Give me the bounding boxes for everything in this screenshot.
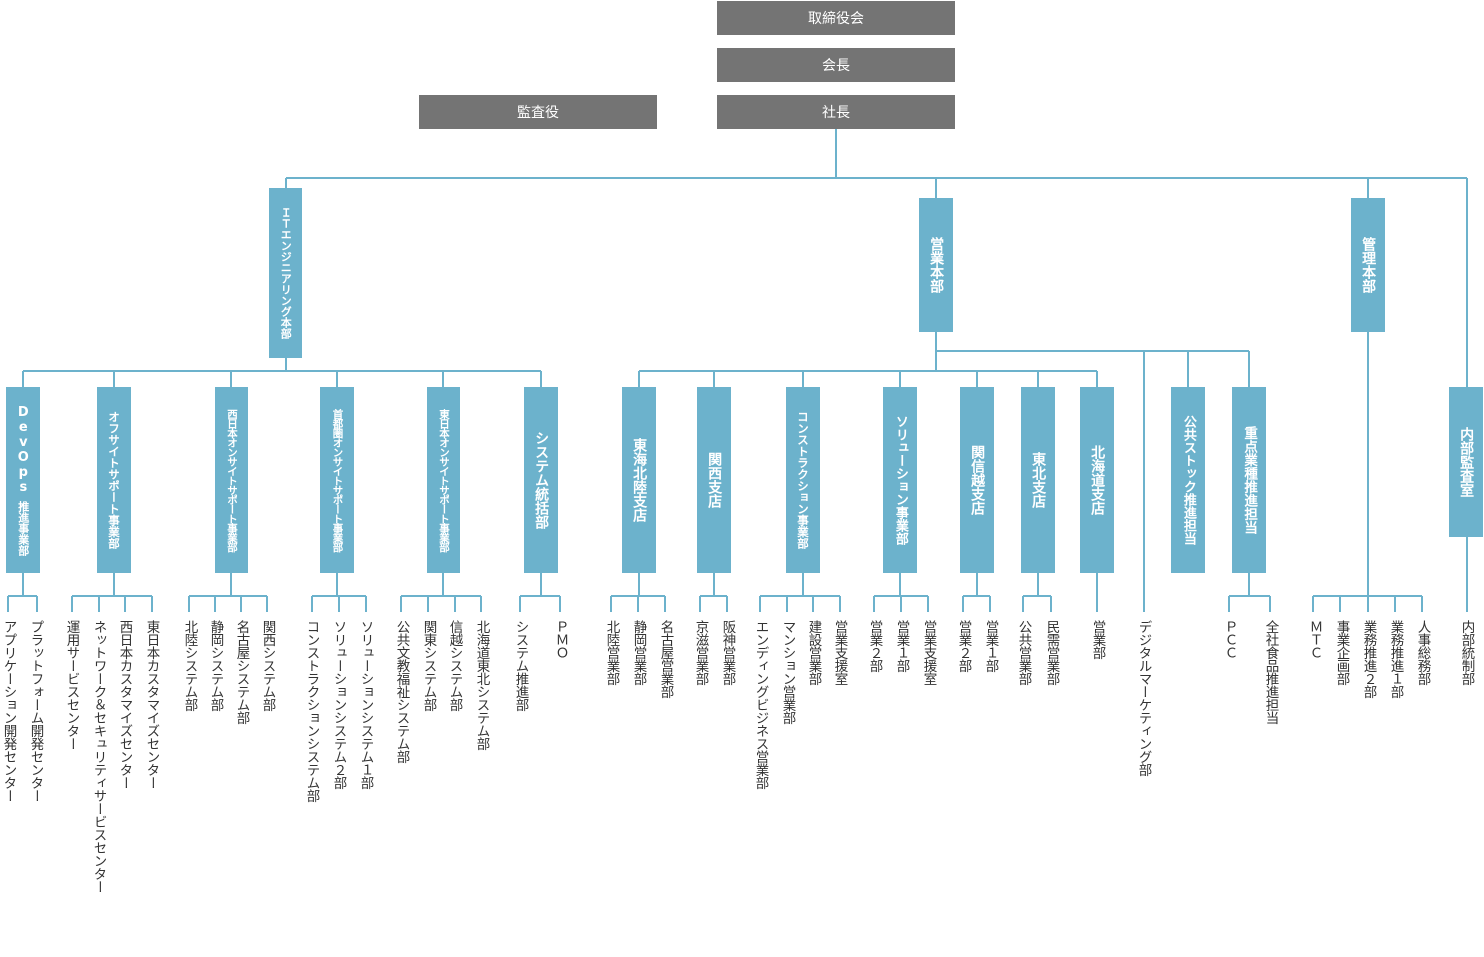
sales-unit-construction: コンストラクション事業部: [786, 387, 820, 573]
leaf-solution-sales-1: 営業１部: [893, 620, 910, 672]
sales-unit-tokai: 東海北陸支店: [622, 387, 656, 573]
it-unit-offsite: オフサイトサポート事業部: [97, 387, 131, 573]
leaf-business-promotion-2: 業務推進２部: [1360, 620, 1377, 698]
leaf-shizuoka-system: 静岡システム部: [207, 620, 224, 711]
it-unit-devops-label-sub: 推進事業部: [16, 500, 30, 556]
leaf-business-planning: 事業企画部: [1333, 620, 1350, 685]
leaf-mtc: ＭＴＣ: [1306, 620, 1323, 659]
hq-it-box: ＩＴエンジニアリング本部: [269, 188, 302, 358]
leaf-food-promotion: 全社食品推進担当: [1262, 620, 1279, 724]
leaf-app-dev-center: アプリケーション開発センター: [0, 620, 17, 802]
leaf-hokuriku-sales: 北陸営業部: [603, 620, 620, 685]
it-unit-east-onsite-label: 東日本オンサイトサポート事業部: [438, 408, 450, 552]
it-unit-west-onsite-label: 西日本オンサイトサポート事業部: [226, 408, 238, 552]
it-unit-system-label: システム統括部: [533, 431, 550, 529]
sales-unit-tokai-label: 東海北陸支店: [631, 438, 648, 522]
auditor-label: 監査役: [517, 105, 559, 121]
leaf-nagoya-system: 名古屋システム部: [233, 620, 250, 724]
leaf-shizuoka-sales: 静岡営業部: [630, 620, 647, 685]
leaf-pcc: ＰＣＣ: [1221, 620, 1238, 659]
leaf-keiji-sales: 京滋営業部: [692, 620, 709, 685]
leaf-platform-dev-center: プラットフォーム開発センター: [27, 620, 44, 802]
it-unit-devops-label: DevOps: [15, 404, 31, 495]
leaf-sales-support-1: 営業支援室: [831, 620, 848, 685]
leaf-kanshinetsu-sales-2: 営業２部: [955, 620, 972, 672]
president-box: 社長: [717, 95, 955, 129]
leaf-solution-sales-2: 営業２部: [866, 620, 883, 672]
leaf-solution-system-1: ソリューションシステム１部: [357, 620, 374, 789]
leaf-nagoya-sales: 名古屋営業部: [657, 620, 674, 698]
leaf-hr-general-affairs: 人事総務部: [1414, 620, 1431, 685]
it-unit-metro-onsite: 首都圏オンサイトサポート事業部: [320, 387, 354, 573]
hq-it-label: ＩＴエンジニアリング本部: [279, 207, 293, 339]
leaf-kanto-system: 関東システム部: [420, 620, 437, 711]
it-unit-offsite-label: オフサイトサポート事業部: [107, 411, 122, 549]
leaf-public-sales: 公共営業部: [1015, 620, 1032, 685]
it-unit-east-onsite: 東日本オンサイトサポート事業部: [427, 387, 460, 573]
leaf-sales-support-2: 営業支援室: [920, 620, 937, 685]
hq-admin-box: 管理本部: [1351, 198, 1385, 332]
sales-unit-key-industry: 重点業種推進担当: [1232, 387, 1266, 573]
sales-unit-hokkaido: 北海道支店: [1080, 387, 1114, 573]
leaf-mansion-sales: マンション営業部: [779, 620, 796, 724]
leaf-pmo: ＰＭＯ: [552, 620, 569, 659]
sales-unit-kansai-label: 関西支店: [706, 452, 723, 508]
leaf-network-security-center: ネットワーク＆セキュリティサービスセンター: [90, 620, 107, 893]
sales-unit-solution-label: ソリューション事業部: [892, 415, 908, 545]
sales-unit-key-industry-label: 重点業種推進担当: [1241, 426, 1258, 534]
sales-unit-public-stock: 公共ストック推進担当: [1171, 387, 1205, 573]
leaf-construction-system: コンストラクションシステム部: [303, 620, 320, 802]
sales-unit-hokkaido-label: 北海道支店: [1089, 445, 1106, 515]
leaf-public-welfare-system: 公共文教福祉システム部: [393, 620, 410, 763]
leaf-internal-control: 内部統制部: [1458, 620, 1475, 685]
leaf-construction-sales: 建設営業部: [805, 620, 822, 685]
sales-unit-construction-label: コンストラクション事業部: [796, 411, 811, 549]
leaf-private-sales: 民需営業部: [1043, 620, 1060, 685]
it-unit-system: システム統括部: [524, 387, 558, 573]
sales-unit-tohoku-label: 東北支店: [1030, 452, 1047, 508]
leaf-shinetsu-system: 信越システム部: [446, 620, 463, 711]
leaf-east-customize-center: 東日本カスタマイズセンター: [143, 620, 160, 789]
leaf-hokkaido-sales: 営業部: [1089, 620, 1106, 659]
sales-unit-public-stock-label: 公共ストック推進担当: [1180, 415, 1196, 545]
sales-unit-kansai: 関西支店: [697, 387, 731, 573]
auditor-box: 監査役: [419, 95, 657, 129]
it-unit-west-onsite: 西日本オンサイトサポート事業部: [215, 387, 248, 573]
it-unit-devops: DevOps 推進事業部: [6, 387, 40, 573]
board-label: 取締役会: [808, 11, 864, 27]
leaf-hanshin-sales: 阪神営業部: [719, 620, 736, 685]
chairman-box: 会長: [717, 48, 955, 82]
hq-admin-label: 管理本部: [1360, 237, 1377, 293]
leaf-ending-business-sales: エンディングビジネス営業部: [752, 620, 769, 789]
sales-unit-solution: ソリューション事業部: [883, 387, 917, 573]
leaf-operations-service-center: 運用サービスセンター: [63, 620, 80, 750]
hq-sales-label: 営業本部: [928, 237, 945, 293]
chairman-label: 会長: [822, 58, 850, 74]
leaf-solution-system-2: ソリューションシステム２部: [330, 620, 347, 789]
leaf-west-customize-center: 西日本カスタマイズセンター: [116, 620, 133, 789]
hq-sales-box: 営業本部: [919, 198, 953, 332]
hq-audit-label: 内部監査室: [1458, 427, 1475, 497]
leaf-kanshinetsu-sales-1: 営業１部: [982, 620, 999, 672]
hq-audit-box: 内部監査室: [1449, 387, 1483, 537]
leaf-system-promotion: システム推進部: [512, 620, 529, 711]
sales-unit-kanshinetsu-label: 関信越支店: [969, 445, 986, 515]
leaf-kansai-system: 関西システム部: [259, 620, 276, 711]
leaf-hokuriku-system: 北陸システム部: [181, 620, 198, 711]
leaf-digital-marketing: デジタルマーケティング部: [1135, 620, 1152, 776]
sales-unit-tohoku: 東北支店: [1021, 387, 1055, 573]
leaf-business-promotion-1: 業務推進１部: [1387, 620, 1404, 698]
leaf-hokkaido-tohoku-system: 北海道東北システム部: [473, 620, 490, 750]
board-box: 取締役会: [717, 1, 955, 35]
sales-unit-kanshinetsu: 関信越支店: [960, 387, 994, 573]
it-unit-metro-onsite-label: 首都圏オンサイトサポート事業部: [331, 408, 344, 552]
president-label: 社長: [822, 105, 850, 121]
